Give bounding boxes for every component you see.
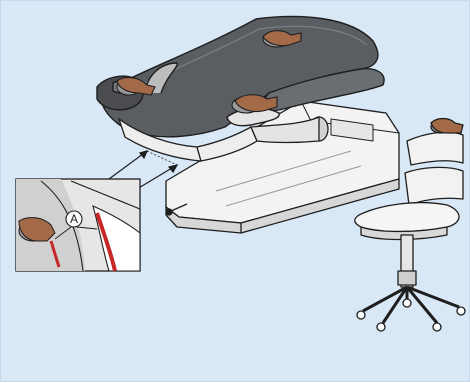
- callout-letter: A: [70, 212, 78, 226]
- hand-1: [262, 30, 302, 47]
- detail-inset: A: [15, 178, 141, 272]
- hand-2: [116, 76, 156, 96]
- stool-hand: [430, 117, 464, 134]
- hand-3: [234, 94, 278, 113]
- callout-marker: [65, 210, 83, 228]
- operator-stool: [354, 117, 466, 332]
- pointer-arrows: [108, 150, 179, 190]
- chair-frame: [117, 116, 329, 162]
- cleaning-hands: [116, 30, 302, 114]
- foot-control-rod: [165, 203, 188, 216]
